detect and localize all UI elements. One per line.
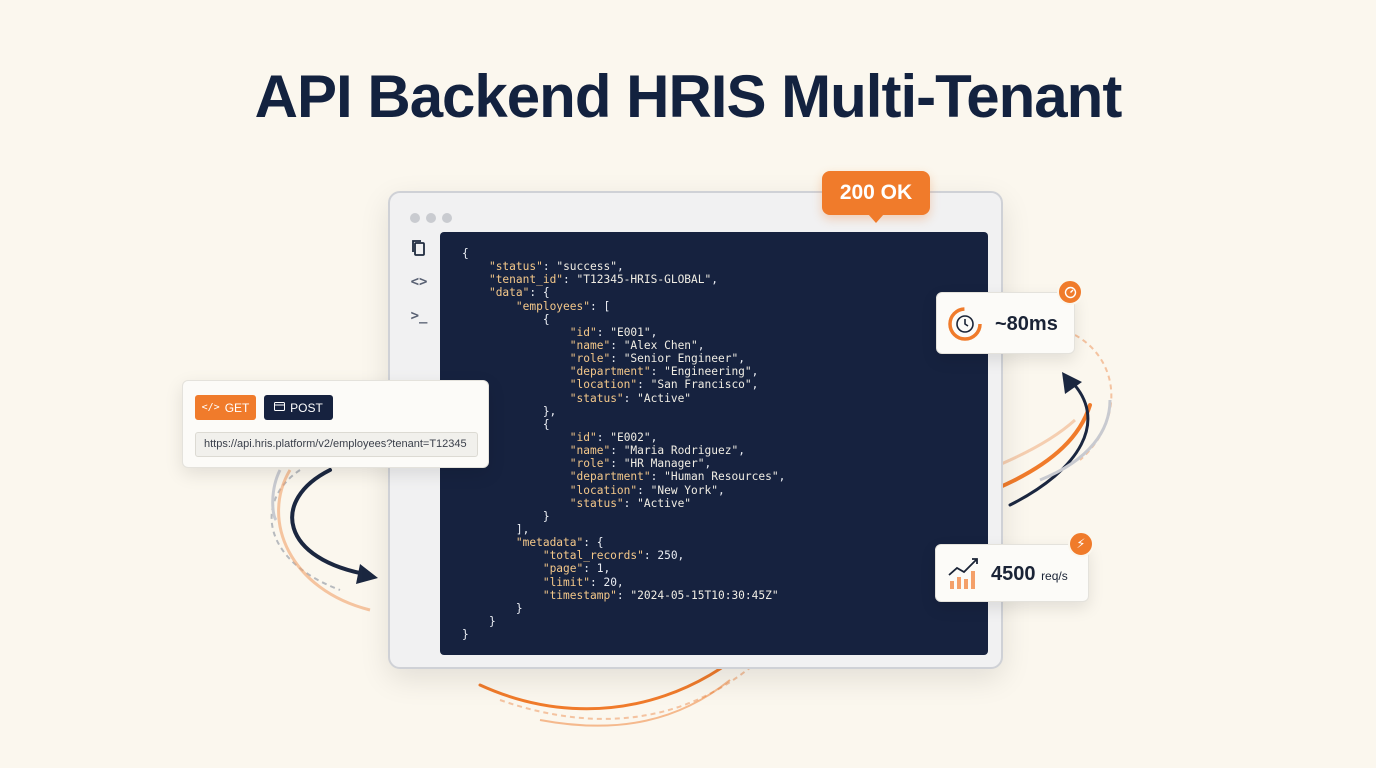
request-url-input[interactable]: https://api.hris.platform/v2/employees?t… xyxy=(195,432,478,457)
code-line: "limit": 20, xyxy=(542,575,624,589)
latency-card: ~80ms xyxy=(936,292,1075,354)
throughput-number: 4500 xyxy=(991,563,1036,585)
code-line: "tenant_id": "T12345-HRIS-GLOBAL", xyxy=(488,273,718,287)
code-line: "metadata": { xyxy=(515,536,604,550)
copy-icon[interactable] xyxy=(404,233,434,263)
code-line: "employees": [ xyxy=(515,299,611,313)
lightning-icon: ⚡ xyxy=(1068,531,1094,557)
code-line: "location": "San Francisco", xyxy=(569,378,759,392)
get-method-button[interactable]: </> GET xyxy=(195,395,256,420)
code-line: "role": "HR Manager", xyxy=(569,457,712,471)
post-method-button[interactable]: POST xyxy=(264,395,333,420)
chart-trend-icon xyxy=(948,558,978,589)
clock-icon xyxy=(948,307,982,341)
code-line: "id": "E001", xyxy=(569,325,658,339)
code-line: "department": "Human Resources", xyxy=(569,470,786,484)
code-icon: </> xyxy=(201,402,220,413)
code-line: } xyxy=(462,628,469,642)
code-line: { xyxy=(462,247,469,260)
code-line: "name": "Alex Chen", xyxy=(569,338,705,352)
code-brackets-icon[interactable]: <> xyxy=(410,274,428,290)
window-dot[interactable] xyxy=(410,213,420,223)
code-line: "data": { xyxy=(488,286,550,300)
code-line: { xyxy=(462,417,550,431)
code-line: } xyxy=(462,509,550,523)
throughput-unit: req/s xyxy=(1041,569,1068,583)
json-response-code: { "status": "success", "tenant_id": "T12… xyxy=(440,232,988,655)
code-line: "timestamp": "2024-05-15T10:30:45Z" xyxy=(542,588,779,602)
code-line: "location": "New York", xyxy=(569,483,725,497)
get-label: GET xyxy=(224,400,250,415)
window-dot[interactable] xyxy=(442,213,452,223)
request-card: </> GET POST https://api.hris.platform/v… xyxy=(182,380,489,468)
code-line: } xyxy=(462,601,523,615)
code-line: ], xyxy=(462,522,530,536)
code-line: "total_records": 250, xyxy=(542,549,685,563)
api-response-window: <> >_ { "status": "success", "tenant_id"… xyxy=(388,191,1003,669)
speedometer-icon xyxy=(1057,279,1083,305)
code-line: { xyxy=(462,312,550,326)
code-line: "status": "success", xyxy=(488,260,624,274)
post-label: POST xyxy=(290,400,323,415)
code-line: "status": "Active" xyxy=(569,496,692,510)
code-line: "role": "Senior Engineer", xyxy=(569,352,745,366)
code-line: "status": "Active" xyxy=(569,391,692,405)
latency-value: ~80ms xyxy=(995,313,1058,335)
code-line: } xyxy=(462,614,496,628)
code-line: "id": "E002", xyxy=(569,430,658,444)
status-badge: 200 OK xyxy=(822,171,930,223)
code-line: "department": "Engineering", xyxy=(569,365,759,379)
window-dot[interactable] xyxy=(426,213,436,223)
page-title: API Backend HRIS Multi-Tenant xyxy=(254,63,1123,130)
code-line: }, xyxy=(462,404,557,418)
throughput-card: 4500 req/s xyxy=(935,544,1089,602)
terminal-icon[interactable]: >_ xyxy=(410,308,428,324)
window-controls xyxy=(410,213,452,223)
throughput-value: 4500 req/s xyxy=(991,563,1068,586)
code-line: "name": "Maria Rodriguez", xyxy=(569,444,745,458)
code-line: "page": 1, xyxy=(542,562,611,576)
card-icon xyxy=(274,401,286,414)
